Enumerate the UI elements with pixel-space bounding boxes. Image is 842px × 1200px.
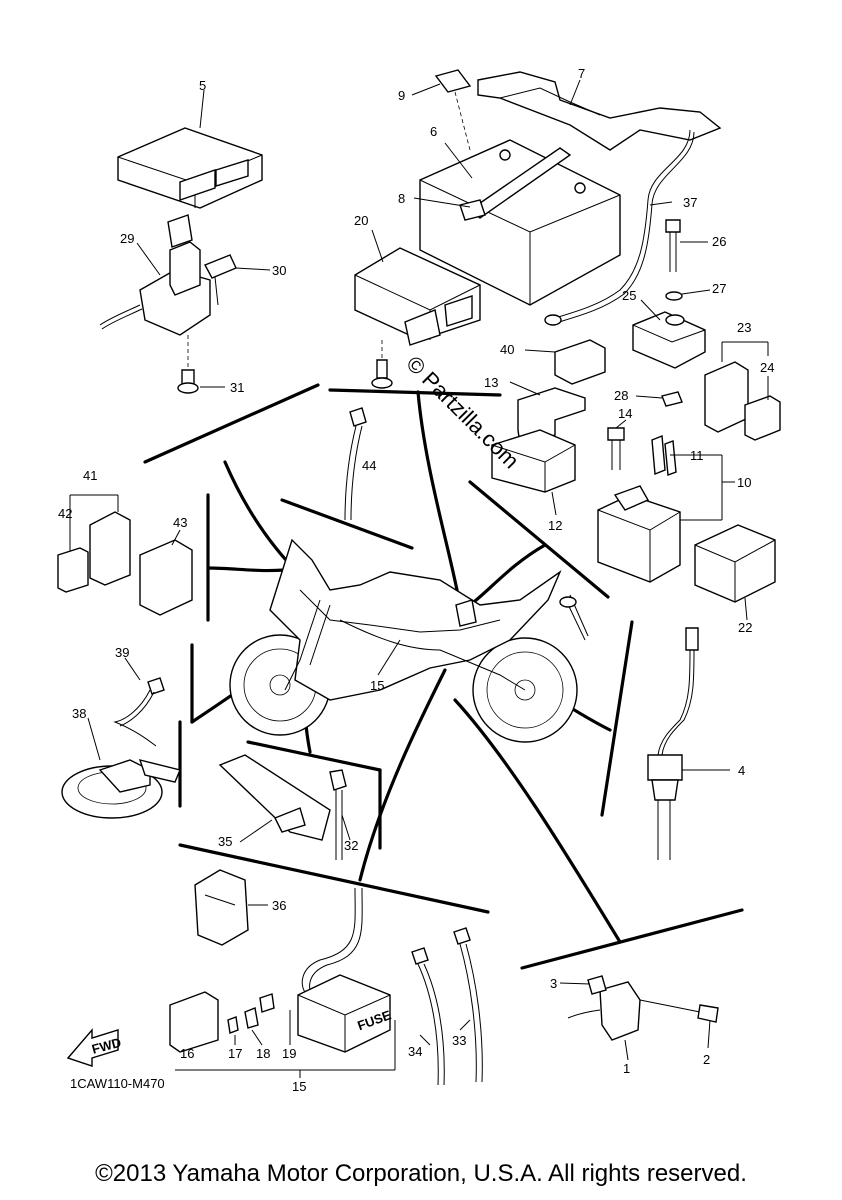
callout-20: 20 [354,213,368,228]
fuse-box [169,887,396,1078]
callout-27: 27 [712,281,726,296]
callout-18: 18 [256,1046,270,1061]
callout-33: 33 [452,1033,466,1048]
sensor-4 [647,627,730,860]
callout-19: 19 [282,1046,296,1061]
horn [61,657,181,819]
callout-15-bike: 15 [370,678,384,693]
callout-39: 39 [115,645,129,660]
callout-2: 2 [703,1052,710,1067]
callout-22: 22 [738,620,752,635]
callout-17: 17 [228,1046,242,1061]
callout-3: 3 [550,976,557,991]
callout-30: 30 [272,263,286,278]
cable-band-44 [344,407,367,521]
callout-8: 8 [398,191,405,206]
callout-43: 43 [173,515,187,530]
fwd-label: FWD [90,1035,122,1057]
plate-35 [218,754,351,860]
callout-31: 31 [230,380,244,395]
callout-28: 28 [614,388,628,403]
callout-labels: 1 2 3 4 5 6 7 8 9 10 11 12 13 14 15 15 1… [58,66,774,1094]
cable-bands [411,927,483,1086]
battery-cover-bracket [411,69,722,151]
callout-36: 36 [272,898,286,913]
callout-5: 5 [199,78,206,93]
clamp-36 [194,869,268,946]
fwd-arrow: FWD [66,1028,123,1067]
callout-7: 7 [578,66,585,81]
callout-4: 4 [738,763,745,778]
callout-32: 32 [344,838,358,853]
callout-14: 14 [618,406,632,421]
callout-38: 38 [72,706,86,721]
callout-25: 25 [622,288,636,303]
callout-23: 23 [737,320,751,335]
rectifier-regulator [354,229,481,389]
callout-12: 12 [548,518,562,533]
battery [413,139,621,306]
relay-assembly [491,339,606,516]
copyright-notice: ©2013 Yamaha Motor Corporation, U.S.A. A… [95,1160,747,1187]
callout-26: 26 [712,234,726,249]
callout-35: 35 [218,834,232,849]
callout-16: 16 [180,1046,194,1061]
callout-11: 11 [690,448,704,463]
callout-29: 29 [120,231,134,246]
callout-34: 34 [408,1044,422,1059]
relay-group-right [632,219,781,441]
relay-group-left [57,494,193,616]
callout-37: 37 [683,195,697,210]
callout-44: 44 [362,458,376,473]
callout-13: 13 [484,375,498,390]
starter-relay [597,419,735,583]
diagram-code: 1CAW110-M470 [70,1076,165,1091]
callout-41: 41 [83,468,97,483]
callout-1: 1 [623,1061,630,1076]
callout-42: 42 [58,506,72,521]
ecu-unit [117,89,263,209]
callout-10: 10 [737,475,751,490]
callout-15-fusebox: 15 [292,1079,306,1094]
sensor-bottom-right [559,975,719,1061]
control-unit-22 [694,524,776,621]
callout-6: 6 [430,124,437,139]
motorcycle-illustration [229,538,589,743]
callout-9: 9 [398,88,405,103]
callout-24: 24 [760,360,774,375]
main-switch [99,214,271,394]
battery-lead [544,129,695,326]
callout-40: 40 [500,342,514,357]
